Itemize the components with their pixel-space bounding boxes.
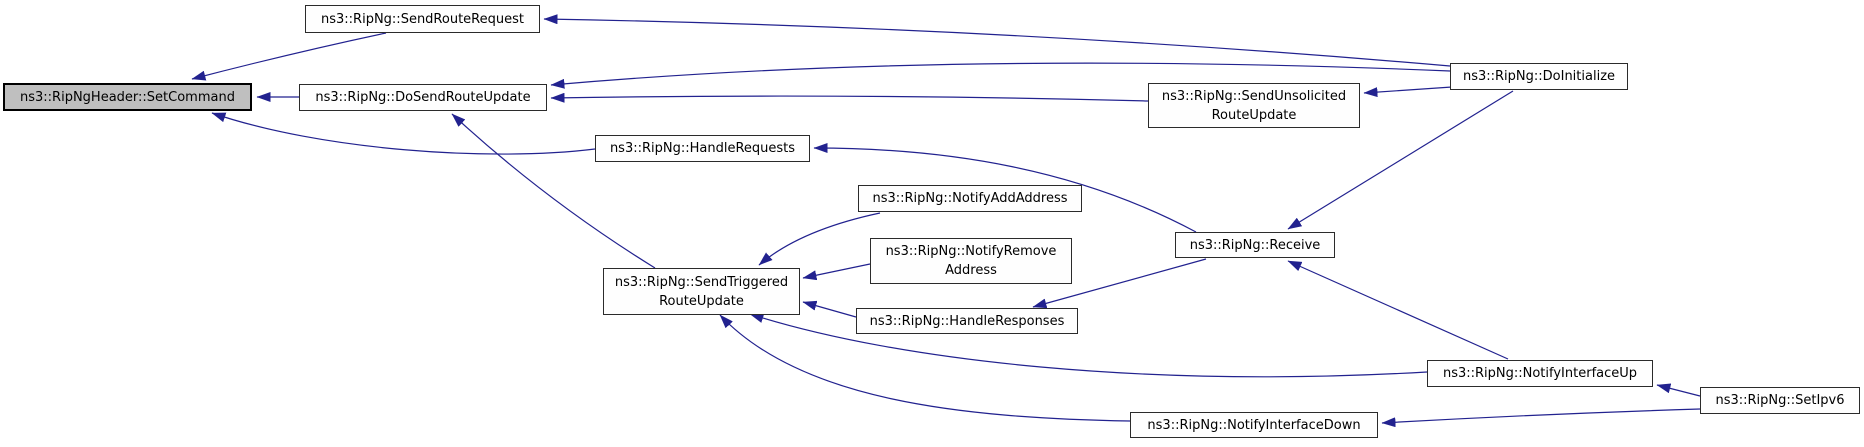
edge-handleresponses-to-sendtriggered (802, 300, 857, 318)
edge-doinitialize-to-receive (1287, 90, 1514, 230)
graph-node-label: Address (945, 263, 997, 278)
graph-node-label: ns3::RipNg::NotifyInterfaceUp (1442, 366, 1638, 381)
edge-receive-to-handlerequests (813, 143, 1197, 233)
edge-handlerequests-to-setcommand (211, 112, 596, 155)
graph-node-label: ns3::RipNg::NotifyRemove (885, 244, 1057, 259)
graph-node-handleresponses[interactable]: ns3::RipNg::HandleResponses (856, 308, 1078, 334)
graph-node-notifyinterfacedown[interactable]: ns3::RipNg::NotifyInterfaceDown (1130, 412, 1378, 438)
graph-node-label: ns3::RipNgHeader::SetCommand (20, 89, 235, 105)
graph-node-label: ns3::RipNg::HandleRequests (609, 141, 796, 156)
edge-receive-to-handleresponses (1032, 258, 1207, 309)
edge-notifyremoveaddress-to-sendtriggered (802, 263, 871, 281)
graph-node-doinitialize[interactable]: ns3::RipNg::DoInitialize (1450, 63, 1628, 90)
graph-node-dosendrouteupdate[interactable]: ns3::RipNg::DoSendRouteUpdate (299, 84, 547, 111)
graph-node-setcommand: ns3::RipNgHeader::SetCommand (3, 83, 252, 111)
edge-notifyinterfacedown-to-sendtriggered (719, 314, 1131, 422)
edge-notifyinterfaceup-to-receive (1287, 260, 1509, 360)
edge-doinitialize-to-dosendrouteupdate (550, 62, 1451, 89)
edge-sendrouterequest-to-setcommand (191, 32, 387, 81)
graph-node-label: ns3::RipNg::HandleResponses (869, 313, 1065, 329)
graph-node-handlerequests[interactable]: ns3::RipNg::HandleRequests (595, 135, 810, 162)
graph-node-notifyinterfaceup[interactable]: ns3::RipNg::NotifyInterfaceUp (1427, 360, 1653, 387)
graph-node-label: ns3::RipNg::DoSendRouteUpdate (315, 90, 531, 105)
edge-setipv6-to-notifyinterfacedown (1381, 408, 1701, 428)
graph-node-label: RouteUpdate (1211, 107, 1297, 123)
graph-node-label: ns3::RipNg::Receive (1189, 237, 1321, 253)
edge-sendunsolicited-to-dosendrouteupdate (550, 92, 1149, 103)
edge-notifyinterfaceup-to-sendtriggered (749, 313, 1428, 378)
graph-node-sendrouterequest[interactable]: ns3::RipNg::SendRouteRequest (305, 5, 540, 33)
edge-doinitialize-to-sendunsolicited (1363, 86, 1453, 98)
edge-setipv6-to-notifyinterfaceup (1656, 383, 1701, 397)
edge-notifyaddaddress-to-sendtriggered (758, 212, 881, 266)
graph-node-label: ns3::RipNg::SetIpv6 (1715, 393, 1845, 408)
edge-doinitialize-to-sendrouterequest (543, 14, 1451, 67)
graph-node-notifyaddaddress[interactable]: ns3::RipNg::NotifyAddAddress (858, 185, 1082, 212)
graph-node-receive[interactable]: ns3::RipNg::Receive (1175, 232, 1335, 258)
graph-node-label: RouteUpdate (659, 293, 744, 309)
graph-node-label: ns3::RipNg::NotifyInterfaceDown (1147, 417, 1361, 433)
edge-sendtriggered-to-dosendrouteupdate (451, 113, 656, 269)
graph-node-label: ns3::RipNg::SendTriggered (614, 274, 789, 290)
graph-node-label: ns3::RipNg::SendRouteRequest (321, 11, 524, 27)
graph-node-label: ns3::RipNg::DoInitialize (1462, 69, 1616, 84)
graph-node-label: ns3::RipNg::SendUnsolicited (1161, 88, 1347, 104)
graph-node-setipv6[interactable]: ns3::RipNg::SetIpv6 (1700, 387, 1860, 414)
graph-node-label: ns3::RipNg::NotifyAddAddress (872, 191, 1068, 206)
